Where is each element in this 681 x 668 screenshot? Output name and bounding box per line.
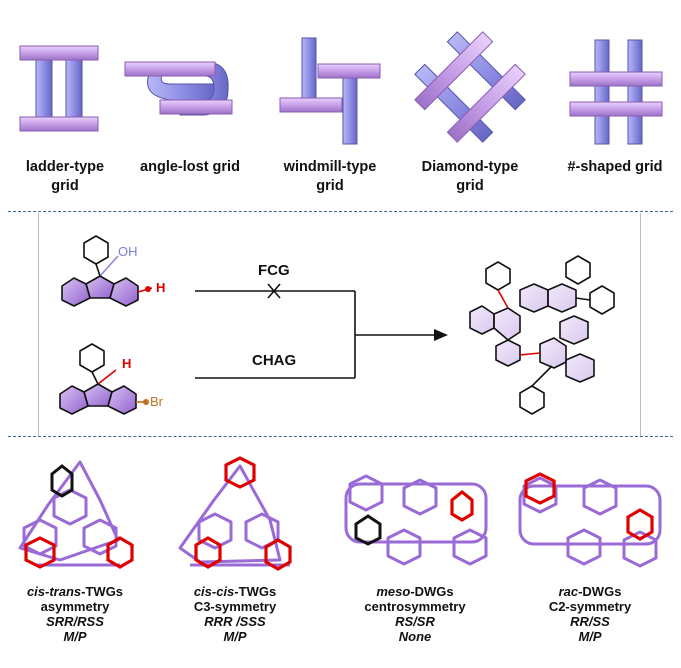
- caption-name-prefix: rac: [558, 584, 579, 599]
- caption-helicity-text: M/P: [63, 629, 87, 644]
- caption-symmetry: centrosymmetry: [364, 599, 466, 614]
- caption-helicity: M/P: [0, 629, 150, 644]
- ladder-type-grid-icon: [19, 45, 99, 132]
- caption-cis-trans-twg: cis-trans-TWGs asymmetry SRR/RSS M/P: [0, 584, 150, 644]
- grid-type-label-angle-lost: angle-lost grid: [125, 158, 255, 177]
- caption-meso-dwg: meso-DWGs centrosymmetry RS/SR None: [340, 584, 490, 644]
- crystal-structures: [18, 456, 662, 571]
- caption-symmetry: asymmetry: [40, 599, 110, 614]
- caption-name-suffix: -DWGs: [578, 584, 622, 599]
- caption-config: RS/SR: [340, 614, 490, 629]
- caption-name-suffix: -TWGs: [81, 584, 124, 599]
- angle-lost-grid-icon: [124, 61, 233, 116]
- reaction-scheme: [59, 235, 615, 415]
- caption-name: meso-DWGs: [340, 584, 490, 599]
- h-label-bottom: H: [122, 356, 132, 371]
- caption-name-suffix: -DWGs: [410, 584, 454, 599]
- product-macrocycle: [469, 255, 615, 415]
- caption-helicity: M/P: [515, 629, 665, 644]
- panel-border-right: [640, 213, 641, 436]
- caption-helicity-text: M/P: [578, 629, 602, 644]
- caption-helicity-text: M/P: [223, 629, 247, 644]
- caption-config: SRR/RSS: [0, 614, 150, 629]
- panel-border-left: [38, 213, 39, 436]
- chag-label: CHAG: [252, 352, 297, 369]
- grid-type-label-diamond: Diamond-type grid: [405, 158, 535, 196]
- caption-name: cis-cis-TWGs: [160, 584, 310, 599]
- grid-type-label-windmill: windmill-type grid: [265, 158, 395, 196]
- label-line2: grid: [456, 178, 484, 194]
- oh-label: OH: [118, 244, 138, 259]
- reactant-bottom-molecule: [59, 343, 148, 415]
- windmill-type-grid-icon: [279, 37, 381, 145]
- caption-helicity: M/P: [160, 629, 310, 644]
- grid-type-label-ladder: ladder-type grid: [0, 158, 130, 196]
- caption-rac-dwg: rac-DWGs C2-symmetry RR/SS M/P: [515, 584, 665, 644]
- caption-name-prefix: cis-cis: [193, 584, 235, 599]
- caption-name: rac-DWGs: [515, 584, 665, 599]
- structure-cis-trans-twg: [18, 460, 120, 567]
- reactant-top-molecule: [61, 235, 153, 307]
- section-separator-top: [8, 211, 673, 212]
- caption-config-text: RS/SR: [395, 614, 435, 629]
- label-line1: angle-lost grid: [140, 159, 240, 175]
- grid-icons: [19, 31, 663, 145]
- hash-shaped-grid-icon: [569, 39, 663, 145]
- caption-helicity-text: None: [398, 629, 432, 644]
- caption-symmetry: C2-symmetry: [548, 599, 632, 614]
- grid-type-label-hash: #-shaped grid: [550, 158, 680, 177]
- structure-rac-dwg: [518, 476, 662, 568]
- caption-config-text: SRR/RSS: [46, 614, 104, 629]
- label-line2: grid: [316, 178, 344, 194]
- caption-config: RR/SS: [515, 614, 665, 629]
- label-line1: Diamond-type: [421, 159, 519, 175]
- caption-symmetry: C3-symmetry: [193, 599, 277, 614]
- caption-config: RRR /SSS: [160, 614, 310, 629]
- br-label: Br: [150, 394, 163, 409]
- h-label-top: H: [156, 280, 166, 295]
- label-line1: ladder-type: [25, 159, 105, 175]
- label-line1: #-shaped grid: [567, 159, 663, 175]
- caption-helicity: None: [340, 629, 490, 644]
- section-separator-bottom: [8, 436, 673, 437]
- caption-name-prefix: meso: [376, 584, 411, 599]
- caption-config-text: RRR /SSS: [204, 614, 266, 629]
- caption-config-text: RR/SS: [570, 614, 610, 629]
- caption-name-suffix: -TWGs: [234, 584, 277, 599]
- structure-meso-dwg: [344, 474, 488, 566]
- diamond-type-grid-icon: [414, 31, 526, 143]
- caption-name-prefix: cis-trans: [26, 584, 82, 599]
- label-line1: windmill-type: [283, 159, 377, 175]
- caption-cis-cis-twg: cis-cis-TWGs C3-symmetry RRR /SSS M/P: [160, 584, 310, 644]
- label-line2: grid: [51, 178, 79, 194]
- caption-name: cis-trans-TWGs: [0, 584, 150, 599]
- fcg-label: FCG: [258, 262, 290, 279]
